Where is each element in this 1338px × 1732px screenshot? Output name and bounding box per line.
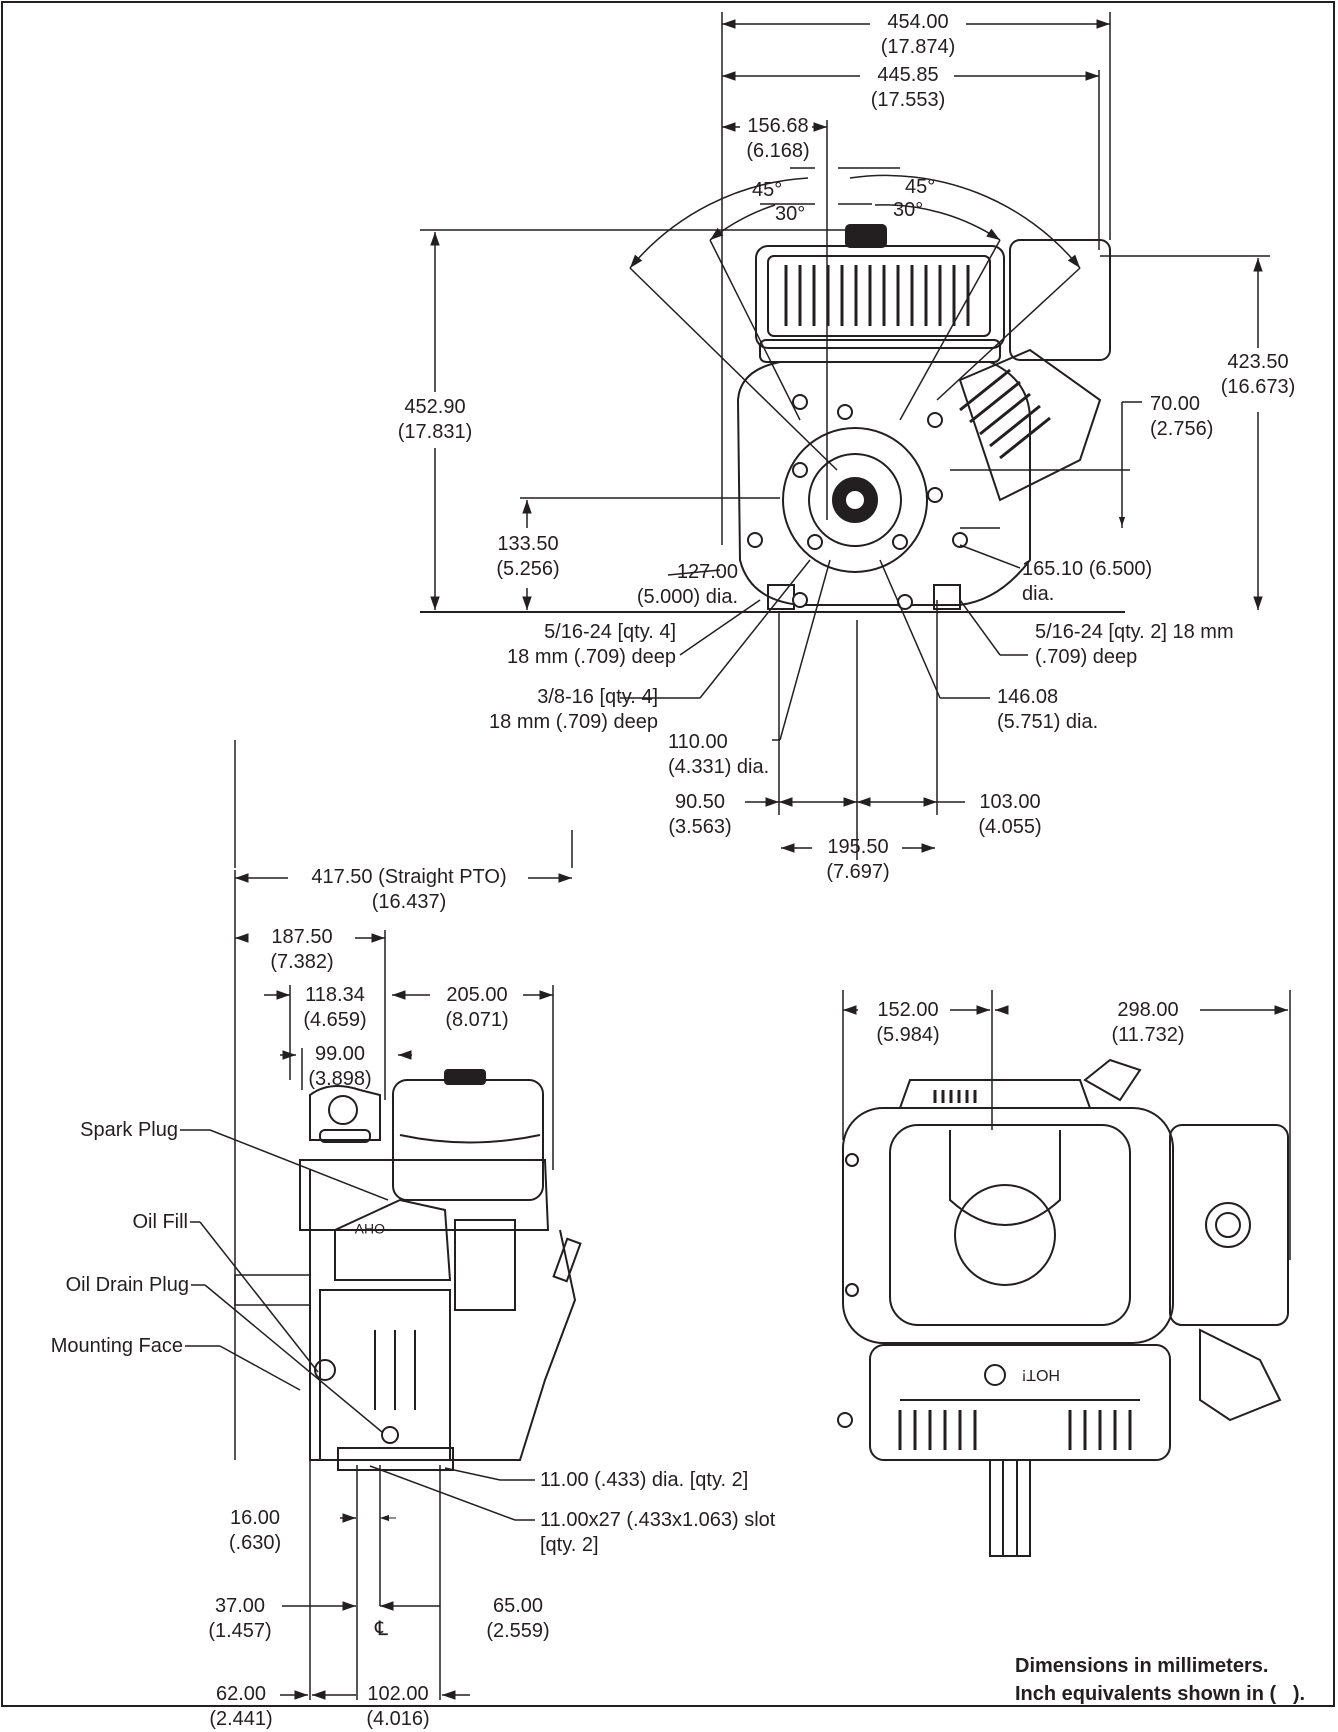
dim-205-label: 205.00(8.071) [445, 984, 509, 1031]
front-view-drawing: HOT! [837, 990, 1291, 1557]
thread-38-label: 3/8-16 [qty. 4]18 mm (.709) deep [489, 686, 658, 733]
dim-452-label: 452.90(17.831) [397, 396, 473, 443]
dim-110-label: 110.00(4.331) dia. [668, 731, 770, 778]
callout-spark-plug: Spark Plug [80, 1119, 178, 1141]
callout-oil-fill: Oil Fill [132, 1211, 188, 1233]
dim-37-label: 37.00(1.457) [208, 1595, 272, 1642]
angle-45-right-label: 45° [905, 176, 936, 198]
thread-left-label: 5/16-24 [qty. 4]18 mm (.709) deep [507, 621, 676, 668]
slot-label: 11.00x27 (.433x1.063) slot[qty. 2] [540, 1509, 776, 1556]
hole-dia-label: 11.00 (.433) dia. [qty. 2] [540, 1469, 749, 1491]
dim-156-label: 156.68(6.168) [746, 115, 810, 162]
side-view-drawing: OHV [180, 740, 582, 1700]
dim-62-label: 62.00(2.441) [209, 1683, 273, 1730]
dim-70-label: 70.00(2.756) [1150, 393, 1214, 440]
dim-99-label: 99.00(3.898) [308, 1043, 372, 1090]
units-note: Dimensions in millimeters.Inch equivalen… [1015, 1655, 1306, 1705]
dim-454-label: 454.00(17.874) [880, 11, 956, 58]
dim-90-label: 90.50(3.563) [668, 791, 732, 838]
thread-right-label: 5/16-24 [qty. 2] 18 mm(.709) deep [1035, 621, 1234, 668]
valve-cover-text: OHV [354, 1221, 385, 1237]
angle-30-right-label: 30° [893, 199, 924, 221]
dim-146-label: 146.08(5.751) dia. [997, 686, 1099, 733]
muffler-hot-text: HOT! [1022, 1366, 1060, 1383]
centerline-symbol: ℄ [375, 1618, 388, 1640]
dim-298-label: 298.00(11.732) [1111, 999, 1185, 1046]
angle-45-left-label: 45° [752, 179, 783, 201]
dim-152-label: 152.00(5.984) [876, 999, 940, 1046]
dim-16-label: 16.00(.630) [228, 1507, 282, 1554]
dim-195-label: 195.50(7.697) [826, 836, 890, 883]
angle-30-left-label: 30° [775, 203, 806, 225]
dim-423-label: 423.50(16.673) [1220, 351, 1296, 398]
dim-165-label: 165.10 (6.500)dia. [1022, 558, 1153, 605]
dim-133-label: 133.50(5.256) [496, 533, 560, 580]
callout-mounting-face: Mounting Face [50, 1335, 183, 1357]
dim-102-label: 102.00(4.016) [366, 1683, 430, 1730]
dim-65-label: 65.00(2.559) [486, 1595, 550, 1642]
dim-417-label: 417.50 (Straight PTO)(16.437) [311, 866, 507, 913]
callout-oil-drain-plug: Oil Drain Plug [65, 1274, 189, 1296]
dim-127-label: 127.00(5.000) dia. [636, 561, 738, 608]
top-view-drawing [420, 12, 1270, 860]
dim-103-label: 103.00(4.055) [978, 791, 1042, 838]
dim-187-label: 187.50(7.382) [270, 926, 334, 973]
dim-445-label: 445.85(17.553) [870, 64, 946, 111]
dim-118-label: 118.34(4.659) [303, 984, 367, 1031]
